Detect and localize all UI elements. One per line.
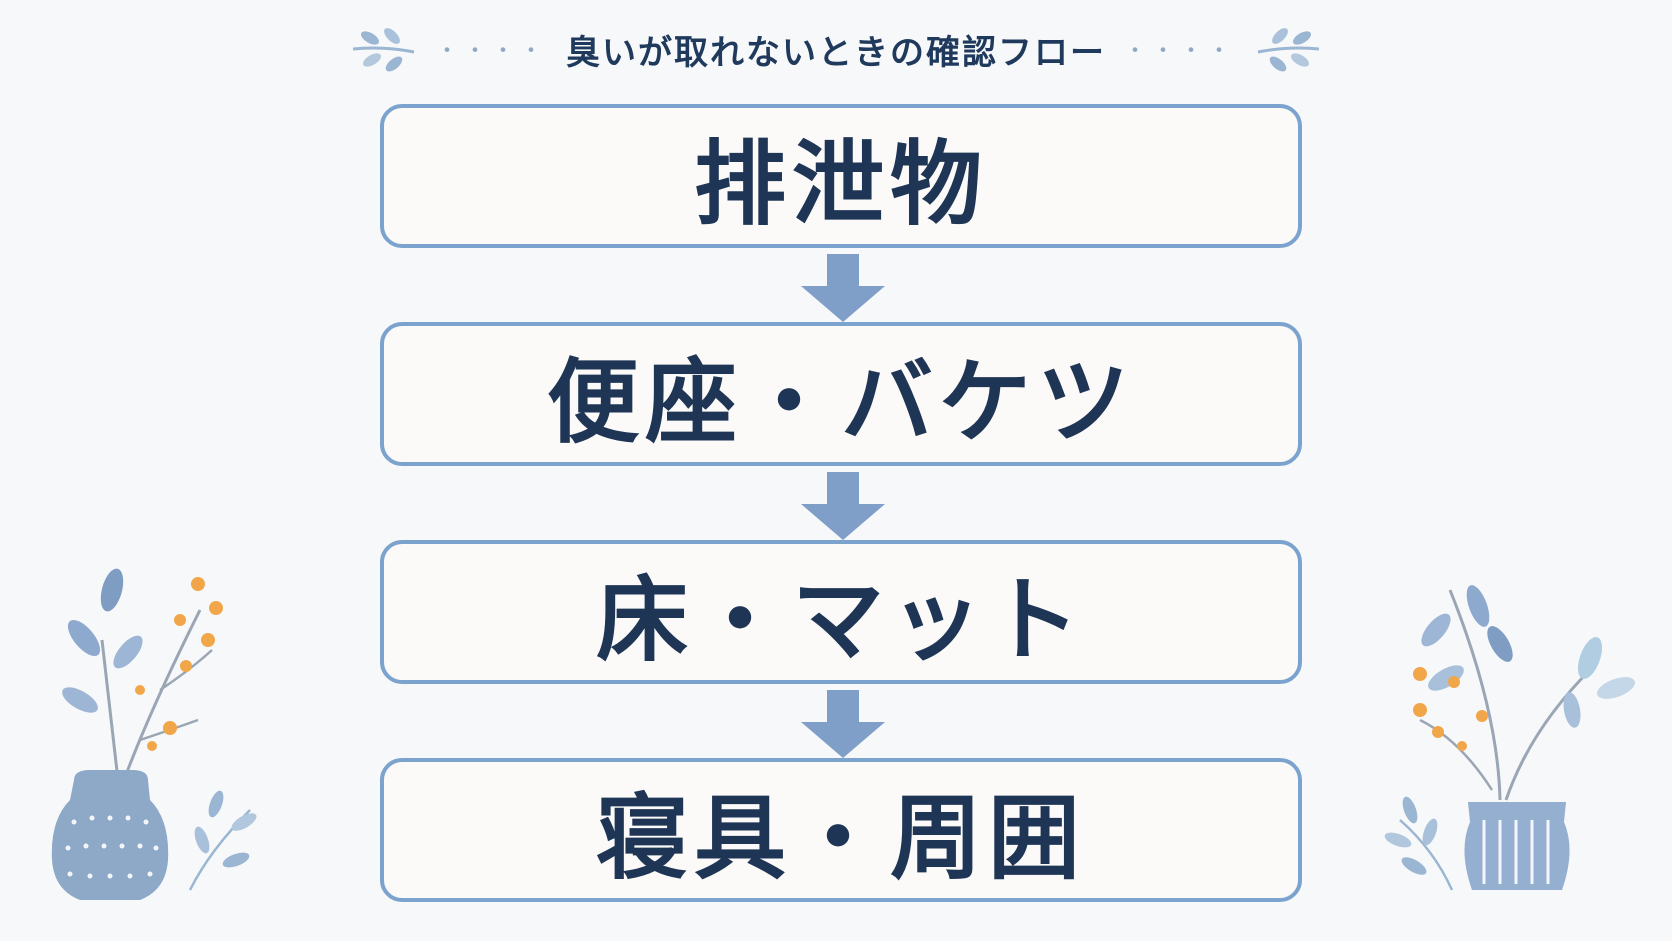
flow-step-label: 寝具・周囲 <box>595 784 1086 892</box>
leaf-sprig-icon-right <box>1257 28 1320 72</box>
title-dots-left: ・・・・ <box>435 39 548 64</box>
flow-step-1: 排泄物 <box>380 104 1302 248</box>
down-arrow-icon <box>801 690 885 758</box>
vase-plant-icon-left <box>51 568 257 900</box>
down-arrow-icon <box>801 472 885 540</box>
flow-title: ・・・・ 臭いが取れないときの確認フロー ・・・・ <box>0 14 1672 84</box>
flow-step-2: 便座・バケツ <box>380 322 1302 466</box>
down-arrow-icon <box>801 254 885 322</box>
flow-step-label: 排泄物 <box>693 130 988 238</box>
flow-step-4: 寝具・周囲 <box>380 758 1302 902</box>
title-dots-right: ・・・・ <box>1124 39 1237 64</box>
leaf-sprig-icon-left <box>352 28 415 72</box>
vase-plant-icon-right <box>1384 585 1636 891</box>
flow-step-label: 床・マット <box>595 566 1086 674</box>
flow-step-label: 便座・バケツ <box>546 348 1135 456</box>
page-title: 臭いが取れないときの確認フロー <box>566 32 1106 73</box>
flow-step-3: 床・マット <box>380 540 1302 684</box>
